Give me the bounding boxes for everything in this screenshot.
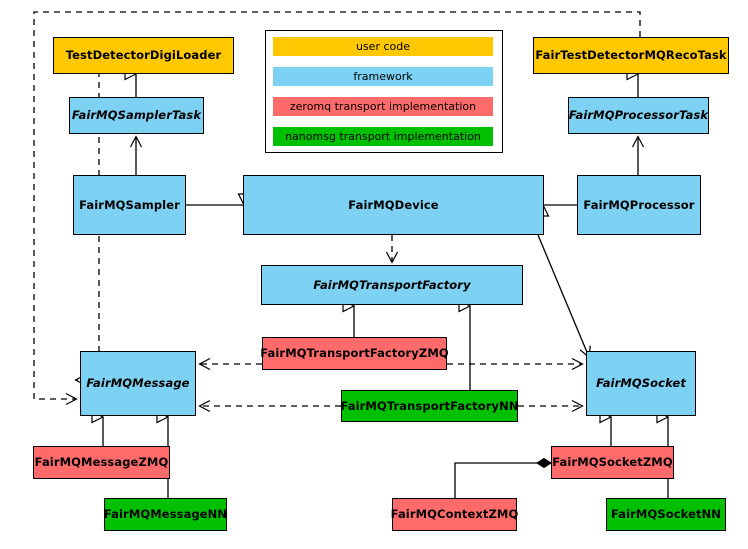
legend: user code framework zeromq transport imp… — [265, 30, 503, 153]
class-node-fairmqdevice[interactable]: FairMQDevice — [243, 175, 544, 235]
legend-label-framework: framework — [353, 70, 413, 83]
class-node-fairmqcontextzmq[interactable]: FairMQContextZMQ — [391, 498, 518, 531]
class-node-fairmqtransportfactoryzmq[interactable]: FairMQTransportFactoryZMQ — [260, 337, 449, 370]
class-node-fairmqsampler[interactable]: FairMQSampler — [73, 175, 186, 235]
class-node-fairmqprocessor[interactable]: FairMQProcessor — [577, 175, 701, 235]
class-node-fairmqtransportfactory[interactable]: FairMQTransportFactory — [261, 265, 523, 305]
legend-row-zeromq: zeromq transport implementation — [273, 97, 493, 116]
legend-label-nanomsg: nanomsg transport implementation — [285, 130, 481, 143]
legend-row-nanomsg: nanomsg transport implementation — [273, 127, 493, 146]
class-node-fairmqmessagenn[interactable]: FairMQMessageNN — [104, 498, 227, 531]
class-node-fairmqprocessortask[interactable]: FairMQProcessorTask — [568, 97, 709, 134]
class-node-testdetectordigiloader[interactable]: TestDetectorDigiLoader — [53, 37, 234, 74]
class-node-fairmqsocket[interactable]: FairMQSocket — [586, 351, 696, 416]
legend-row-framework: framework — [273, 67, 493, 86]
class-node-fairmqtransportfactorynn[interactable]: FairMQTransportFactoryNN — [340, 390, 518, 422]
legend-row-user-code: user code — [273, 37, 493, 56]
class-node-fairtestdetectormqrecotask[interactable]: FairTestDetectorMQRecoTask — [533, 37, 729, 74]
class-node-fairmqsocketnn[interactable]: FairMQSocketNN — [606, 498, 726, 531]
class-node-fairmqsocketzmq[interactable]: FairMQSocketZMQ — [551, 446, 674, 479]
class-node-fairmqmessagezmq[interactable]: FairMQMessageZMQ — [33, 446, 170, 479]
edge-socketzmq-contextzmq — [454, 457, 552, 498]
legend-label-user-code: user code — [355, 40, 411, 53]
class-node-fairmqmessage[interactable]: FairMQMessage — [80, 351, 196, 416]
class-node-fairmqsamplertask[interactable]: FairMQSamplerTask — [69, 97, 204, 134]
edge-device-socket — [537, 234, 591, 359]
legend-label-zeromq: zeromq transport implementation — [289, 100, 477, 113]
